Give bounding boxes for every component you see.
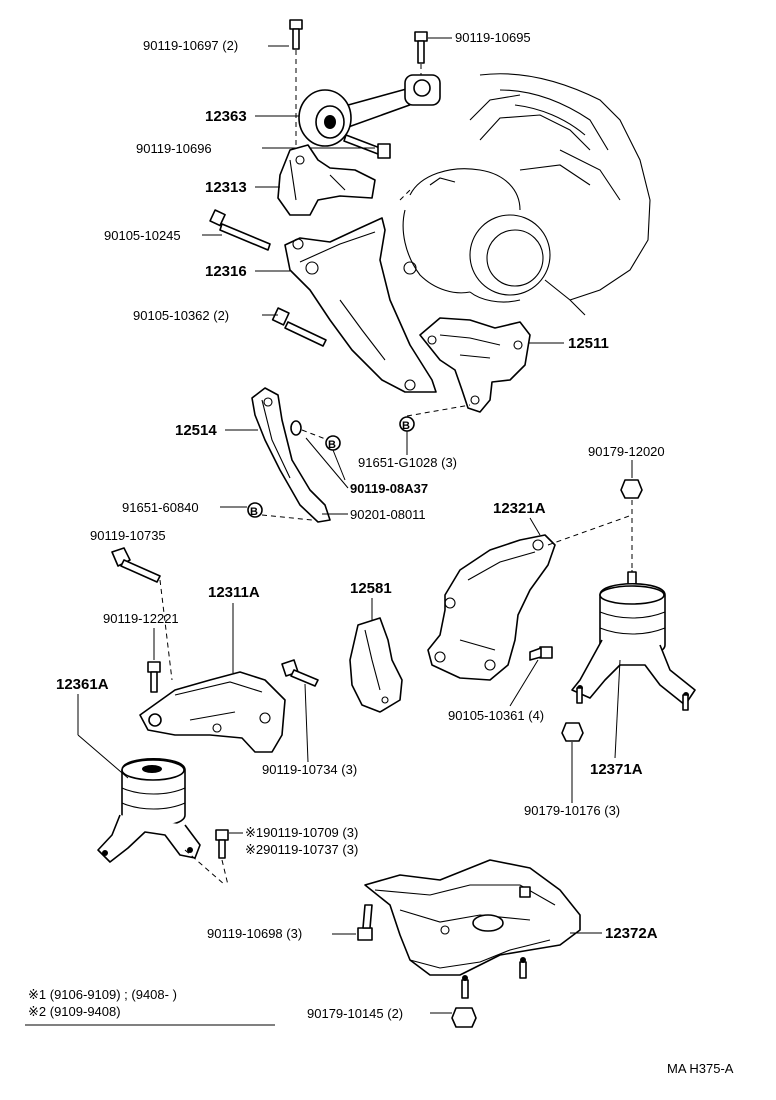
label-12363: 12363 (205, 108, 247, 125)
callout-b-letter: B (402, 420, 410, 432)
bracket-12316 (284, 217, 437, 393)
figure-code: MA H375-A (667, 1061, 734, 1076)
label-90105-10361: 90105-10361 (4) (448, 708, 544, 723)
label-12321a: 12321A (493, 500, 546, 517)
label-12514: 12514 (175, 422, 217, 439)
callout-b-3: B (247, 502, 313, 521)
bracket-12321a (427, 514, 633, 681)
nut-90179-10176 (561, 722, 584, 742)
bolt-90119-10698 (357, 904, 373, 941)
label-12316: 12316 (205, 263, 247, 280)
label-90119-10696: 90119-10696 (136, 141, 212, 156)
label-90105-10245: 90105-10245 (104, 228, 181, 243)
mount-12361a (97, 757, 201, 863)
label-12361a: 12361A (56, 676, 109, 693)
label-90179-10145: 90179-10145 (2) (307, 1006, 403, 1021)
label-91651-60840: 91651-60840 (122, 500, 199, 515)
bracket-12313 (277, 144, 376, 216)
callout-b-letter: B (250, 506, 258, 518)
bolt-90105-10361 (529, 646, 553, 661)
bolt-90119-10709 (184, 829, 229, 886)
label-90119-10734: 90119-10734 (3) (262, 762, 357, 777)
bracket-12514 (251, 387, 331, 523)
label-90119-10737: ※290119-10737 (3) (245, 842, 358, 857)
label-90119-10697: 90119-10697 (2) (143, 38, 238, 53)
torque-rod-12363 (298, 74, 441, 147)
label-90179-10176: 90179-10176 (3) (524, 803, 620, 818)
callout-b-2: B (325, 435, 346, 481)
washer-90201-08011 (290, 420, 329, 441)
crossmember-12372a (364, 859, 581, 999)
mount-12371a (571, 570, 696, 711)
callout-b-1: B (399, 404, 471, 455)
nut-90179-10145 (451, 1007, 477, 1028)
bolt-90119-10695 (414, 31, 428, 80)
bolt-90119-10734 (281, 659, 319, 687)
label-91651-g1028: 91651-G1028 (3) (358, 455, 457, 470)
label-90119-10735: 90119-10735 (90, 528, 166, 543)
bolt-90119-10735 (111, 547, 173, 681)
bracket-12311a (139, 671, 286, 753)
label-90119-12221: 90119-12221 (103, 611, 179, 626)
nut-90179-12020 (620, 479, 643, 570)
bolt-90105-10245 (209, 209, 271, 251)
label-90119-10709: ※190119-10709 (3) (245, 825, 358, 840)
engine-block-outline (399, 73, 651, 316)
bolt-90119-10696 (343, 134, 391, 159)
label-12371a: 12371A (590, 761, 643, 778)
label-12581: 12581 (350, 580, 392, 597)
bracket-12581 (349, 617, 403, 713)
bolt-90119-12221 (147, 661, 161, 693)
legend: ※1 (9106-9109) ; (9408- ) ※2 (9109-9408) (25, 987, 275, 1026)
label-90179-12020: 90179-12020 (588, 444, 665, 459)
label-90119-10698: 90119-10698 (3) (207, 926, 302, 941)
label-12511: 12511 (568, 335, 609, 352)
label-90119-10695: 90119-10695 (455, 30, 531, 45)
label-90119-08a37: 90119-08A37 (350, 481, 428, 496)
legend-note-1: ※1 (9106-9109) ; (9408- ) (28, 987, 177, 1002)
label-90105-10362: 90105-10362 (2) (133, 308, 229, 323)
label-12372a: 12372A (605, 925, 658, 942)
bracket-12511 (419, 317, 531, 413)
callout-b-letter: B (328, 439, 336, 451)
legend-note-2: ※2 (9109-9408) (28, 1004, 121, 1019)
label-90201-08011: 90201-08011 (350, 507, 426, 522)
label-12313: 12313 (205, 179, 247, 196)
bolt-90105-10362 (271, 307, 327, 347)
label-12311a: 12311A (208, 584, 260, 601)
